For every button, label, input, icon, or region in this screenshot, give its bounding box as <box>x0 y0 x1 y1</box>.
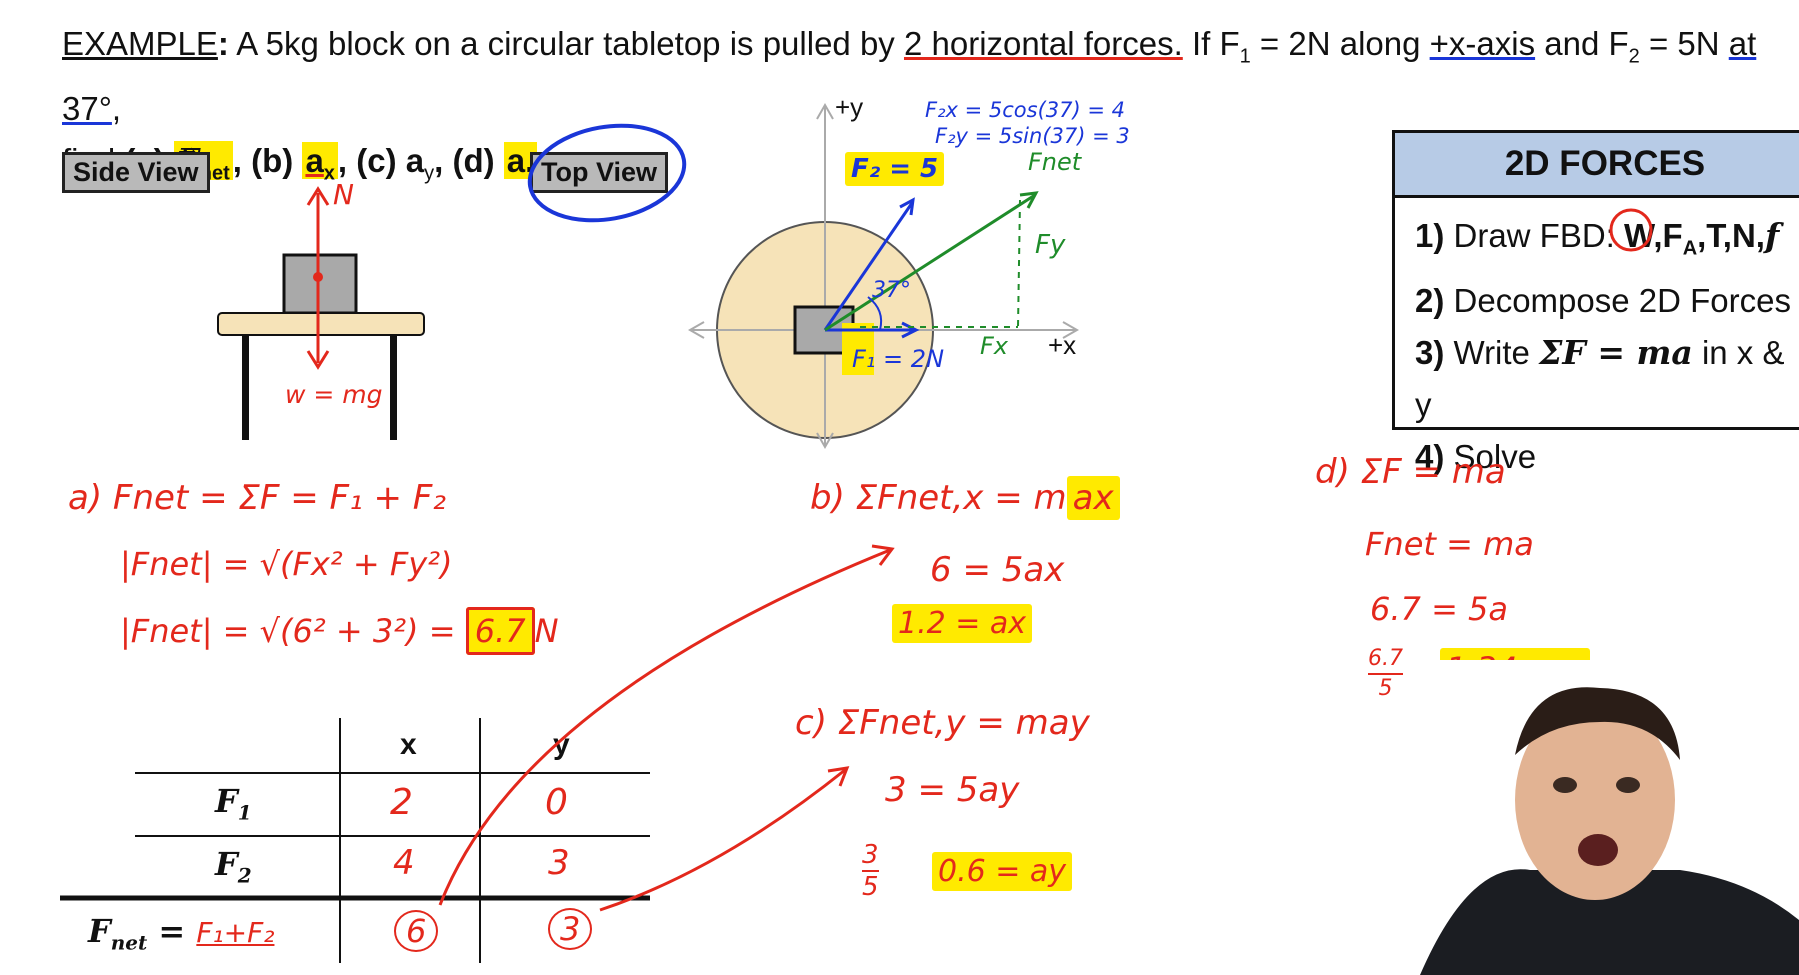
force-table-grid <box>60 718 650 963</box>
work-a-result: 6.7 <box>465 607 535 655</box>
work-c-result: 0.6 = ay <box>932 852 1073 891</box>
work-b-result: 1.2 = ax <box>892 604 1033 643</box>
axis-phrase: +x-axis <box>1429 25 1536 62</box>
table-leg-left <box>242 335 249 440</box>
table-row1-label: F1 <box>215 782 252 825</box>
work-c-line-2: 3 = 5ay <box>885 770 1020 810</box>
ax-highlight: ax <box>302 141 338 184</box>
step-2: 2) Decompose 2D Forces <box>1415 281 1791 319</box>
table-row1-x: 2 <box>390 782 413 823</box>
top-view-diagram <box>687 102 1080 450</box>
step-1: 1) Draw FBD: W,FA,T,N,f <box>1415 216 1780 260</box>
table-row2-x: 4 <box>393 843 415 883</box>
side-view-diagram <box>217 186 425 440</box>
top-view-circle-annotation <box>527 123 687 223</box>
table-row1-y: 0 <box>545 782 568 823</box>
work-d-fraction: 6.7 5 <box>1368 646 1403 701</box>
table-row3-x: 6 <box>394 910 439 952</box>
f2x-note: F₂x = 5cos(37) = 4 <box>925 98 1125 122</box>
normal-force-label: N <box>333 178 354 211</box>
table-row2-label: F2 <box>215 845 252 888</box>
work-d-line-1: d) ΣF = ma <box>1315 452 1506 492</box>
top-view-button[interactable]: Top View <box>530 152 669 193</box>
work-d-line-2: Fnet = ma <box>1365 525 1534 563</box>
table-row3-label: Fnet = F₁+F₂ <box>88 912 275 955</box>
tabletop <box>217 312 425 336</box>
f2-label: F₂ = 5 <box>845 152 945 186</box>
block <box>282 253 358 315</box>
step-4: 4) Solve <box>1415 437 1537 475</box>
table-row2-y: 3 <box>548 843 570 883</box>
table-leg-right <box>390 335 397 440</box>
angle-phrase: at 37° <box>62 25 1757 127</box>
f1-label: F₁ = 2N <box>852 345 945 373</box>
problem-line-1: EXAMPLE: A 5kg block on a circular table… <box>62 25 1757 127</box>
table-row3-y: 3 <box>548 908 593 950</box>
presenter-webcam <box>1410 660 1799 975</box>
panel-title: 2D FORCES <box>1395 133 1799 198</box>
work-c-line-1: c) ΣFnet,y = may <box>795 703 1090 743</box>
fnet-label: Fnet <box>1028 148 1082 176</box>
fx-label: Fx <box>980 332 1009 360</box>
angle-label: 37° <box>872 278 911 303</box>
table-col-x: x <box>400 728 417 761</box>
plus-x-label: +x <box>1048 330 1077 360</box>
forces-panel: 2D FORCES 1) Draw FBD: W,FA,T,N,f 2) Dec… <box>1392 130 1799 475</box>
step-3: 3) Write ΣF = ma in x & y <box>1415 332 1785 423</box>
w-circle-annotation <box>1609 208 1653 252</box>
plus-y-label: +y <box>835 92 864 122</box>
work-c-fraction: 3 5 <box>862 840 879 902</box>
side-view-button[interactable]: Side View <box>62 152 210 193</box>
work-b-line-2: 6 = 5ax <box>930 550 1065 590</box>
work-a-line-1: a) Fnet = ΣF = F₁ + F₂ <box>68 478 446 518</box>
work-d-line-3: 6.7 = 5a <box>1370 590 1509 628</box>
weight-label: w = mg <box>285 380 383 409</box>
example-label: EXAMPLE <box>62 25 218 62</box>
fy-label: Fy <box>1035 230 1066 260</box>
two-forces-phrase: 2 horizontal forces. <box>903 25 1183 62</box>
panel-steps: 1) Draw FBD: W,FA,T,N,f 2) Decompose 2D … <box>1395 198 1799 495</box>
f2y-note: F₂y = 5sin(37) = 3 <box>935 124 1130 148</box>
work-a-line-2: |Fnet| = √(Fx² + Fy²) <box>120 545 453 583</box>
